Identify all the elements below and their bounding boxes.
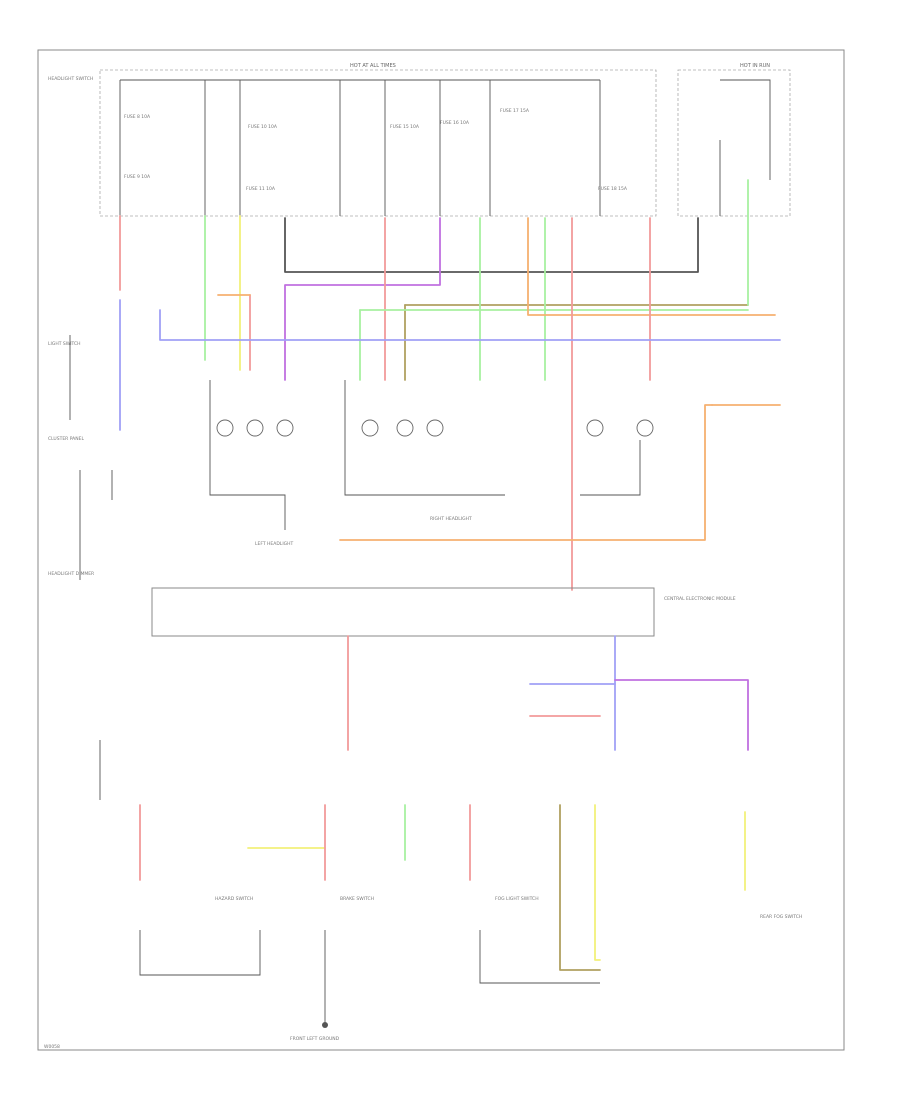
- central-module-box: [151, 587, 655, 637]
- fuse-label-5: FUSE 15 10A: [390, 124, 420, 130]
- label-rear-fog: REAR FOG SWITCH: [760, 914, 802, 920]
- wire-violet-2: [614, 679, 749, 751]
- label-left-headlight: LEFT HEADLIGHT: [255, 541, 294, 547]
- wire-orange-4: [339, 404, 713, 541]
- left-switch-chain: [69, 335, 113, 800]
- label-brake: BRAKE SWITCH: [340, 896, 374, 902]
- hot-in-run-header: HOT IN RUN: [740, 63, 770, 69]
- wire-yellow-4: [594, 804, 601, 961]
- lamp-ground-left: [209, 380, 286, 530]
- dark-ground-bus: [284, 217, 699, 273]
- ground-point: [322, 1022, 328, 1028]
- fuse-label-7: FUSE 17 15A: [500, 108, 530, 114]
- wire-blue-1: [159, 309, 781, 341]
- fuse-label-6: FUSE 16 10A: [440, 120, 470, 126]
- footer-code: W0058: [44, 1044, 60, 1050]
- label-cluster: CLUSTER PANEL: [48, 436, 84, 442]
- fuse-label-2: FUSE 9 10A: [124, 174, 151, 180]
- fuse-label-8: FUSE 18 15A: [598, 186, 628, 192]
- wire-olive-3: [559, 804, 601, 971]
- hot-in-run-box-outline: [677, 69, 791, 217]
- central-module-label: CENTRAL ELECTRONIC MODULE: [664, 596, 736, 602]
- label-dimmer: HEADLIGHT DIMMER: [48, 571, 94, 577]
- wire-violet-1: [284, 217, 441, 381]
- label-fog: FOG LIGHT SWITCH: [495, 896, 539, 902]
- fuse-label-3: FUSE 10 10A: [248, 124, 278, 130]
- fuse-box-header: HOT AT ALL TIMES: [350, 63, 396, 69]
- bottom-ground-bus: [139, 930, 600, 1025]
- wire-orange-2: [527, 217, 776, 316]
- lamps: [216, 419, 654, 437]
- diagram-border: [37, 49, 845, 1051]
- fuse-columns: [119, 79, 771, 216]
- label-light-switch: LIGHT SWITCH: [48, 341, 81, 347]
- fuse-label-1: FUSE 8 10A: [124, 114, 151, 120]
- label-right-headlight: RIGHT HEADLIGHT: [430, 516, 472, 522]
- label-ground: FRONT LEFT GROUND: [290, 1036, 340, 1042]
- fuse-label-4: FUSE 11 10A: [246, 186, 276, 192]
- fuse-box-outline: [99, 69, 657, 217]
- lamp-ground-right: [580, 440, 641, 496]
- label-headlight-switch: HEADLIGHT SWITCH: [48, 76, 93, 82]
- lamp-ground-mid: [344, 380, 505, 496]
- label-hazard: HAZARD SWITCH: [215, 896, 253, 902]
